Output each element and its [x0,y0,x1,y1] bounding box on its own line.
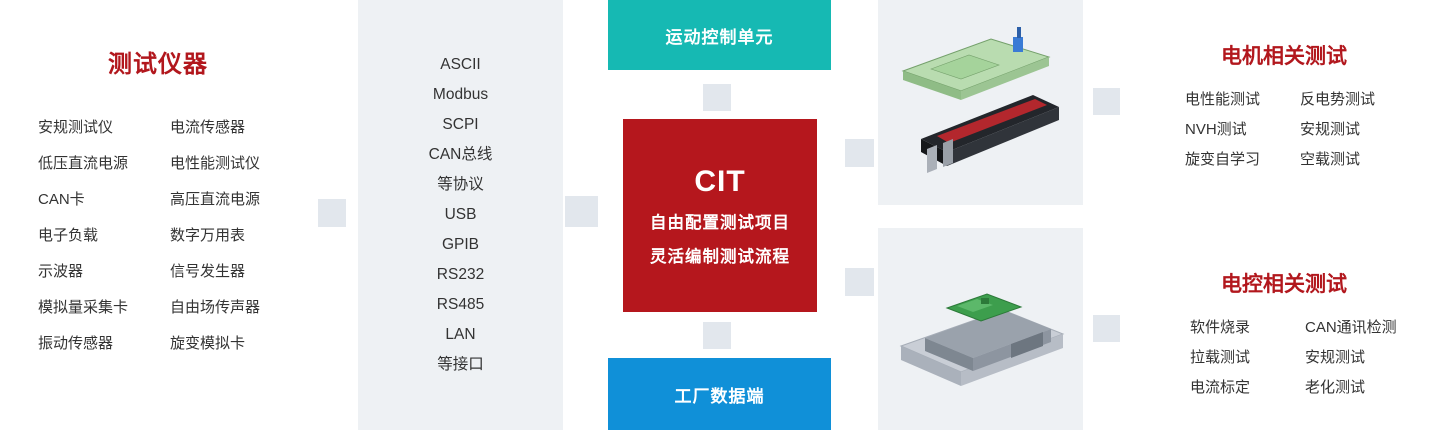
test-item: 空载测试 [1300,151,1361,168]
protocol-item: ASCII [440,56,481,73]
test-item: 电性能测试 [1185,91,1261,108]
test-item: CAN通讯检测 [1305,319,1397,336]
test-item: 反电势测试 [1300,91,1376,108]
cit-core-box: CIT 自由配置测试项目 灵活编制测试流程 [623,119,817,312]
instrument-item: 信号发生器 [170,263,246,280]
connector-node [703,84,731,111]
connector-node [1093,88,1120,115]
test-item: 老化测试 [1305,379,1366,396]
controller-tests-column-1: 软件烧录 拉载测试 电流标定 [1190,319,1250,396]
connector-node [845,139,874,167]
instrument-item: 安规测试仪 [38,119,114,136]
instrument-item: 电性能测试仪 [170,155,261,172]
instruments-panel-title: 测试仪器 [108,51,208,78]
connector-node [703,322,731,349]
motor-assembly-image [901,26,1059,173]
instrument-item: 数字万用表 [170,227,246,244]
test-item: 安规测试 [1300,121,1361,138]
motor-tests-title: 电机相关测试 [1221,45,1347,68]
protocol-item: USB [444,206,477,223]
protocol-item: GPIB [441,236,480,253]
test-item: NVH测试 [1185,121,1247,138]
instrument-item: 示波器 [38,263,84,280]
controller-tests-title: 电控相关测试 [1221,273,1347,296]
factory-data-box: 工厂数据端 [608,358,831,430]
protocols-panel: ASCII Modbus SCPI CAN总线 等协议 USB GPIB RS2… [358,0,563,430]
cit-title: CIT [694,164,746,198]
test-item: 电流标定 [1190,379,1251,396]
cit-feature-line: 自由配置测试项目 [650,213,790,232]
instruments-column-2: 电流传感器 电性能测试仪 高压直流电源 数字万用表 信号发生器 自由场传声器 旋… [170,117,260,355]
test-item: 软件烧录 [1190,319,1251,336]
protocol-item: RS232 [436,266,485,283]
instrument-item: 电子负载 [38,227,99,244]
protocol-item: LAN [445,326,476,343]
instrument-item: CAN卡 [38,191,85,208]
instrument-item: 振动传感器 [38,335,114,352]
instruments-column-1: 安规测试仪 低压直流电源 CAN卡 电子负载 示波器 模拟量采集卡 振动传感器 [38,117,128,355]
protocol-item: 等接口 [437,356,484,373]
instrument-item: 低压直流电源 [38,155,129,172]
connector-node [318,199,346,227]
motor-tests-column-1: 电性能测试 NVH测试 旋变自学习 [1185,91,1260,168]
connector-node [1093,315,1120,342]
test-item: 安规测试 [1305,349,1366,366]
controller-assembly-image-panel [878,228,1083,430]
controller-tests-column-2: CAN通讯检测 安规测试 老化测试 [1305,319,1397,396]
instrument-item: 旋变模拟卡 [170,335,246,352]
controller-assembly-image [899,293,1064,386]
protocol-item: RS485 [436,296,485,313]
connector-node [845,268,874,296]
protocol-item: SCPI [442,116,479,133]
instrument-item: 高压直流电源 [170,191,261,208]
instrument-item: 自由场传声器 [170,299,261,316]
cit-feature-line: 灵活编制测试流程 [650,247,790,266]
connector-node [565,196,598,227]
test-item: 拉载测试 [1190,349,1251,366]
instrument-item: 模拟量采集卡 [38,299,129,316]
protocol-item: 等协议 [437,176,484,193]
motor-tests-column-2: 反电势测试 安规测试 空载测试 [1300,91,1375,168]
test-item: 旋变自学习 [1185,151,1261,168]
protocol-item: CAN总线 [428,146,493,163]
blue-component [1012,36,1023,52]
motor-assembly-image-panel [878,0,1083,205]
instrument-item: 电流传感器 [170,119,246,136]
motion-control-box: 运动控制单元 [608,0,831,70]
protocol-item: Modbus [432,86,489,103]
